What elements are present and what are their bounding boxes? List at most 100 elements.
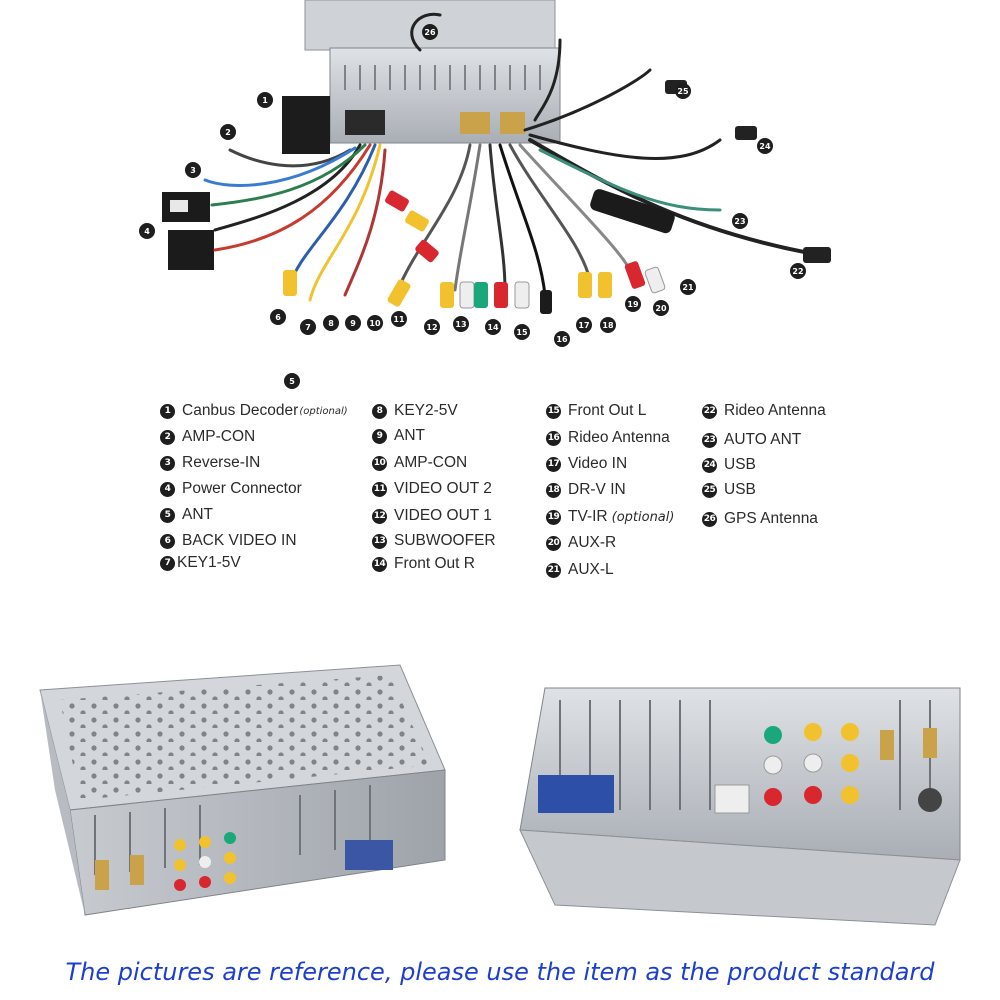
legend-item: 9 ANT — [372, 423, 425, 449]
svg-text:24: 24 — [759, 142, 771, 151]
callout-17: 17 — [576, 317, 592, 333]
legend-label: Canbus Decoder — [182, 402, 299, 419]
power-connector-block — [162, 192, 214, 270]
callout-24: 24 — [757, 138, 773, 154]
callout-8: 8 — [323, 315, 339, 331]
callout-26: 26 — [422, 24, 438, 40]
svg-text:25: 25 — [677, 87, 689, 96]
callout-6: 6 — [270, 309, 286, 325]
legend-item: 20 AUX-R — [546, 530, 616, 556]
svg-text:19: 19 — [627, 300, 639, 309]
legend-item: 10 AMP-CON — [372, 450, 467, 476]
callout-11: 11 — [391, 311, 407, 327]
legend-label: ANT — [394, 427, 425, 444]
legend-number-badge: 17 — [546, 456, 561, 472]
legend-number-badge: 20 — [546, 535, 561, 551]
legend-number-badge: 9 — [372, 428, 387, 444]
legend-label: AUX-R — [568, 534, 617, 551]
callout-12: 12 — [424, 319, 440, 335]
svg-text:10: 10 — [369, 319, 381, 328]
svg-text:22: 22 — [792, 267, 803, 276]
legend-label: USB — [724, 481, 756, 498]
callout-19: 19 — [625, 296, 641, 312]
legend-number-badge: 24 — [702, 457, 717, 473]
legend-label: VIDEO OUT 1 — [394, 507, 492, 524]
callout-7: 7 — [300, 319, 316, 335]
legend-number-badge: 2 — [160, 429, 175, 445]
svg-text:4: 4 — [144, 227, 150, 236]
legend-label: TV-IR — [568, 508, 608, 525]
svg-text:13: 13 — [455, 320, 466, 329]
rca-plugs — [283, 80, 831, 314]
legend-number-badge: 14 — [372, 556, 387, 572]
legend-note: (optional) — [299, 405, 348, 417]
callout-25: 25 — [675, 83, 691, 99]
callout-9: 9 — [345, 315, 361, 331]
svg-text:18: 18 — [602, 321, 614, 330]
svg-text:17: 17 — [578, 321, 589, 330]
legend-number-badge: 18 — [546, 482, 561, 498]
legend-number-badge: 11 — [372, 481, 387, 497]
legend-label: AMP-CON — [394, 454, 468, 471]
legend-number-badge: 3 — [160, 455, 175, 471]
svg-text:2: 2 — [225, 128, 231, 137]
callout-3: 3 — [185, 162, 201, 178]
legend-item: 1 Canbus Decoder(optional) — [160, 398, 348, 424]
legend-number-badge: 23 — [702, 432, 717, 448]
svg-text:1: 1 — [262, 96, 268, 105]
legend-number-badge: 22 — [702, 403, 717, 419]
legend-label: AUX-L — [568, 561, 614, 578]
svg-text:7: 7 — [305, 323, 311, 332]
legend-label: KEY1-5V — [177, 554, 241, 571]
svg-text:12: 12 — [426, 323, 437, 332]
svg-text:8: 8 — [328, 319, 334, 328]
legend-item: 13 SUBWOOFER — [372, 528, 496, 554]
callout-13: 13 — [453, 316, 469, 332]
svg-text:14: 14 — [487, 323, 499, 332]
svg-text:20: 20 — [655, 304, 667, 313]
legend-number-badge: 1 — [160, 403, 175, 419]
legend-label: Reverse-IN — [182, 454, 261, 471]
legend-label: VIDEO OUT 2 — [394, 480, 492, 497]
head-unit-rear — [304, 0, 561, 144]
callout-16: 16 — [554, 331, 570, 347]
legend-number-badge: 16 — [546, 430, 561, 446]
legend-number-badge: 13 — [372, 533, 387, 549]
legend-number-badge: 5 — [160, 507, 175, 523]
legend-number-badge: 25 — [702, 482, 717, 498]
diagram-callouts: 1 2 3 4 5 6 7 8 9 10 11 12 13 14 15 16 1… — [139, 24, 806, 389]
legend-label: Video IN — [568, 455, 628, 472]
svg-text:15: 15 — [516, 328, 528, 337]
legend-number-badge: 26 — [702, 511, 717, 527]
disclaimer-caption: The pictures are reference, please use t… — [65, 958, 935, 986]
legend-number-badge: 15 — [546, 403, 561, 419]
callout-5: 5 — [284, 373, 300, 389]
legend-label: SUBWOOFER — [394, 532, 496, 549]
legend-number-badge: 6 — [160, 533, 175, 549]
svg-text:3: 3 — [190, 166, 196, 175]
svg-text:5: 5 — [289, 377, 295, 386]
legend-number-badge: 21 — [546, 562, 561, 578]
legend-item: 11 VIDEO OUT 2 — [372, 476, 492, 502]
legend-number-badge: 10 — [372, 455, 387, 471]
callout-23: 23 — [732, 213, 748, 229]
legend-label: KEY2-5V — [394, 402, 458, 419]
product-photo-right — [519, 687, 961, 926]
callout-22: 22 — [790, 263, 806, 279]
callout-20: 20 — [653, 300, 669, 316]
